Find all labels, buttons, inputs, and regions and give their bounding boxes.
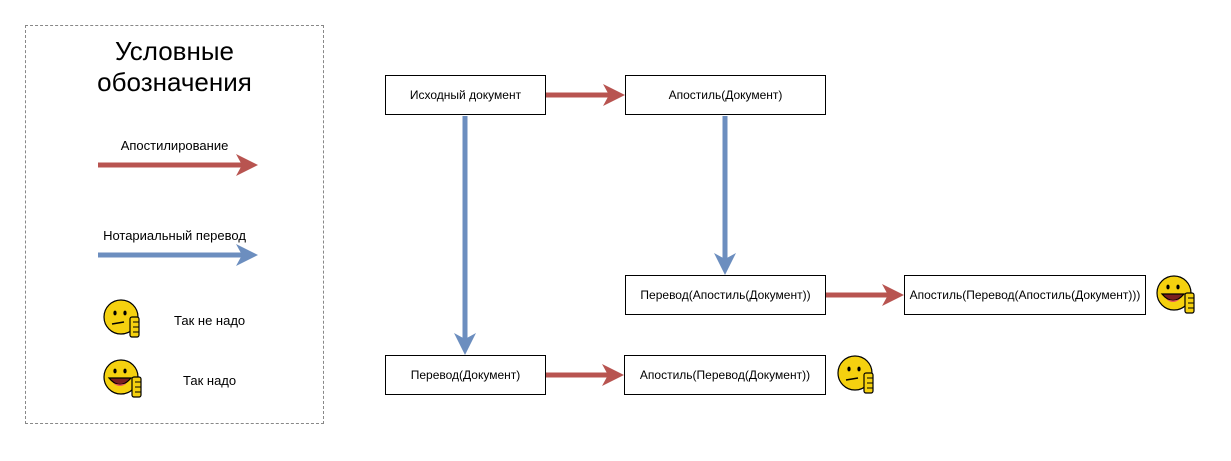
arrow-translation-to-apostille: [546, 364, 624, 386]
node-source-document: Исходный документ: [385, 75, 546, 115]
legend-translation-label: Нотариальный перевод: [103, 228, 246, 243]
legend-apostille-arrow: [98, 154, 258, 176]
node-apostille: Апостиль(Документ): [625, 75, 826, 115]
legend-wrong-label: Так не надо: [174, 313, 246, 328]
result-wrong-emoji-icon: [837, 355, 874, 394]
node-translation: Перевод(Документ): [385, 355, 546, 395]
arrow-source-to-translation: [454, 116, 476, 355]
result-right-emoji-icon: [1156, 275, 1195, 314]
legend-wrong-emoji-icon: [103, 299, 140, 338]
arrow-source-to-apostille: [546, 84, 625, 106]
node-translation-of-apostille: Перевод(Апостиль(Документ)): [625, 275, 826, 315]
legend-right-label: Так надо: [183, 373, 237, 388]
legend-translation-arrow: [98, 244, 258, 266]
legend-title: Условные обозначения: [97, 36, 252, 97]
arrow-apostille-to-translation: [714, 116, 736, 275]
legend-right-emoji-icon: [103, 359, 142, 398]
legend-panel: Условные обозначения Апостилирование Нот…: [25, 25, 324, 424]
node-apostille-of-translation-of-apostille: Апостиль(Перевод(Апостиль(Документ))): [904, 275, 1146, 315]
arrow-translation-to-double-apostille: [826, 284, 904, 306]
node-apostille-of-translation: Апостиль(Перевод(Документ)): [624, 355, 826, 395]
legend-apostille-label: Апостилирование: [120, 138, 229, 153]
